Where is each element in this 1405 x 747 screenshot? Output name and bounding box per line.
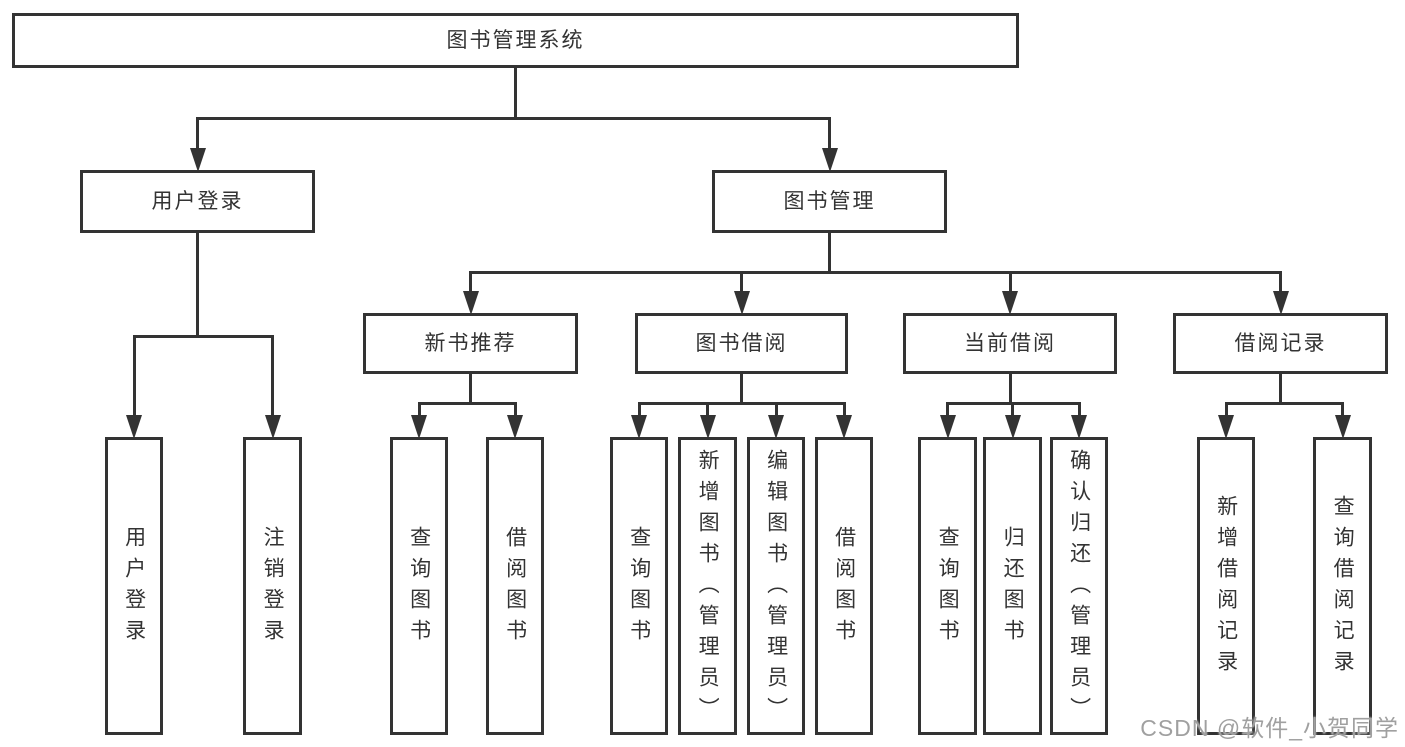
node-cb-query-book: 查询图书 xyxy=(918,437,977,735)
arrowhead-down xyxy=(1004,415,1021,439)
arrowhead-down xyxy=(768,415,784,439)
connector-line-vertical xyxy=(469,272,472,291)
connector-line-vertical xyxy=(1341,403,1344,415)
connector-line-vertical xyxy=(513,403,517,415)
connector-line-vertical xyxy=(271,336,274,415)
node-br-query-record: 查询借阅记录 xyxy=(1313,437,1372,735)
connector-line-horizontal xyxy=(417,401,517,405)
arrowhead-down xyxy=(836,415,852,439)
csdn-watermark: CSDN @软件_小贺同学 xyxy=(1140,715,1399,741)
connector-line-vertical xyxy=(1279,272,1282,291)
arrowhead-down xyxy=(1218,415,1234,439)
node-rec-query-book: 查询图书 xyxy=(390,437,448,735)
connector-line-vertical xyxy=(132,336,136,415)
node-root: 图书管理系统 xyxy=(12,13,1019,68)
arrowhead-down xyxy=(733,291,750,315)
node-bb-query-book: 查询图书 xyxy=(610,437,668,735)
node-bb-borrow-book: 借阅图书 xyxy=(815,437,873,735)
node-bb-edit-book: 编辑图书（管理员） xyxy=(747,437,805,735)
arrowhead-down xyxy=(821,148,838,172)
arrowhead-down xyxy=(1272,291,1289,315)
arrowhead-down xyxy=(411,415,427,439)
connector-line-vertical xyxy=(842,403,846,415)
arrowhead-down xyxy=(462,291,479,315)
node-logout: 注销登录 xyxy=(243,437,302,735)
arrowhead-down xyxy=(939,415,956,439)
node-bb-add-book: 新增图书（管理员） xyxy=(678,437,737,735)
connector-line-horizontal xyxy=(637,401,846,405)
connector-line-vertical xyxy=(1011,403,1014,415)
arrowhead-down xyxy=(1002,291,1018,315)
node-book-borrow: 图书借阅 xyxy=(635,313,848,374)
connector-line-vertical xyxy=(706,403,709,415)
node-rec-borrow-book: 借阅图书 xyxy=(486,437,544,735)
connector-line-vertical xyxy=(196,233,199,336)
arrowhead-down xyxy=(631,415,647,439)
connector-line-vertical xyxy=(514,68,517,118)
connector-line-vertical xyxy=(637,403,641,415)
connector-line-vertical xyxy=(1279,374,1282,403)
connector-line-vertical xyxy=(828,233,831,272)
connector-line-vertical xyxy=(1008,374,1012,403)
arrowhead-down xyxy=(126,415,142,439)
connector-line-vertical xyxy=(740,374,743,403)
connector-line-vertical xyxy=(774,403,778,415)
connector-line-horizontal xyxy=(196,116,831,120)
node-login: 用户登录 xyxy=(105,437,163,735)
connector-line-vertical xyxy=(196,118,199,148)
node-borrow-records: 借阅记录 xyxy=(1173,313,1388,374)
arrowhead-down xyxy=(1334,415,1351,439)
node-cb-confirm-return: 确认归还（管理员） xyxy=(1050,437,1108,735)
connector-line-vertical xyxy=(1224,403,1228,415)
connector-line-horizontal xyxy=(1224,401,1344,405)
connector-line-vertical xyxy=(417,403,421,415)
arrowhead-down xyxy=(1071,415,1087,439)
arrowhead-down xyxy=(699,415,716,439)
arrowhead-down xyxy=(264,415,281,439)
connector-line-vertical xyxy=(469,374,472,403)
connector-line-vertical xyxy=(946,403,949,415)
connector-line-horizontal xyxy=(469,270,1282,274)
node-current-borrow: 当前借阅 xyxy=(903,313,1117,374)
arrowhead-down xyxy=(507,415,523,439)
connector-line-vertical xyxy=(1008,272,1012,291)
node-book-mgmt: 图书管理 xyxy=(712,170,947,233)
node-new-book-rec: 新书推荐 xyxy=(363,313,578,374)
connector-line-horizontal xyxy=(132,334,274,338)
node-br-add-record: 新增借阅记录 xyxy=(1197,437,1255,735)
node-user-login: 用户登录 xyxy=(80,170,315,233)
arrowhead-down xyxy=(189,148,206,172)
node-cb-return-book: 归还图书 xyxy=(983,437,1042,735)
connector-line-vertical xyxy=(828,118,831,148)
connector-line-vertical xyxy=(740,272,743,291)
connector-line-vertical xyxy=(1077,403,1081,415)
